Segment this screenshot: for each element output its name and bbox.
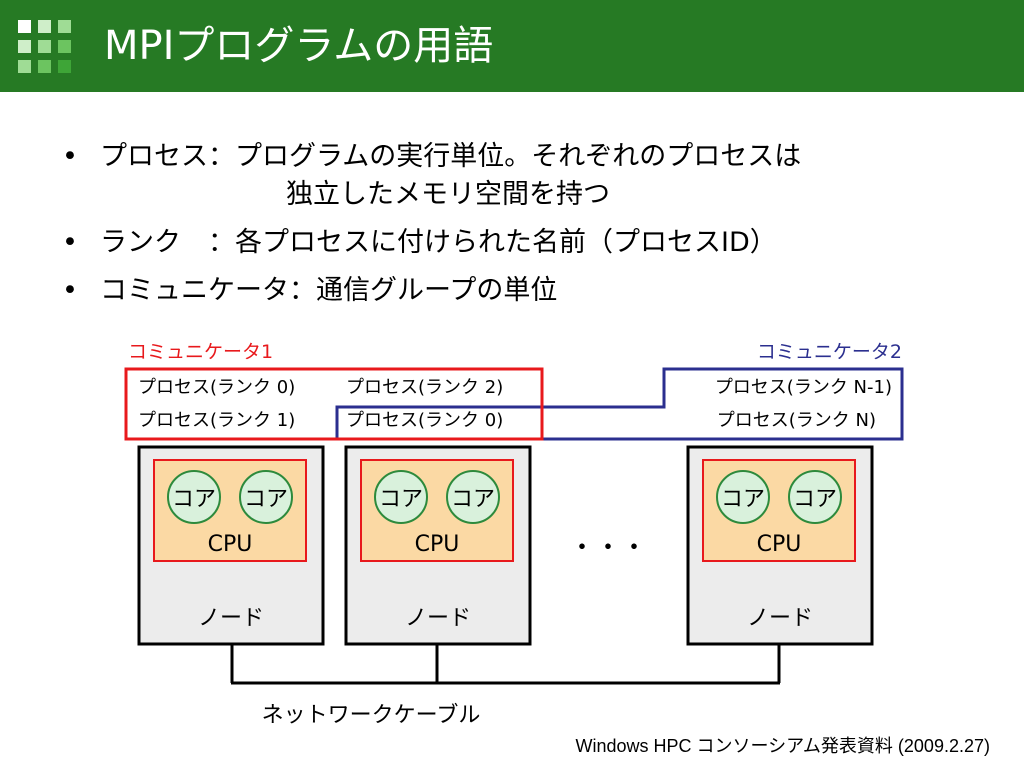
bullet-term: コミュニケータ (100, 275, 289, 306)
communicator-1-label: コミュニケータ1 (128, 341, 273, 363)
core-label: コア (721, 487, 765, 512)
bullet-term: ランク (100, 227, 181, 258)
core-icon (716, 470, 770, 524)
network-cable-label: ネットワークケーブル (262, 703, 481, 728)
core-icon (446, 470, 500, 524)
network-cable (230, 644, 781, 685)
node-label: ノード (747, 606, 813, 631)
process-c2-rank-0: プロセス(ランク 0) (346, 410, 503, 431)
title-bar: MPIプログラムの用語 (0, 0, 1024, 92)
cpu-label: CPU (757, 532, 802, 557)
bullet-text: 各プロセスに付けられた名前（プロセスID） (235, 227, 777, 258)
cpu-label: CPU (415, 532, 460, 557)
core-icon (167, 470, 221, 524)
bullet-separator: ： (208, 141, 235, 172)
core-label: コア (793, 487, 837, 512)
ellipsis: ・・・ (569, 533, 647, 563)
process-rank-2: プロセス(ランク 2) (346, 377, 503, 398)
core-label: コア (244, 487, 288, 512)
bullet-term: プロセス (100, 141, 208, 172)
node-2: コア コア CPU ノード (344, 445, 532, 646)
bullet-separator: ： (181, 227, 235, 258)
core-label: コア (379, 487, 423, 512)
bullet-list: プロセス：プログラムの実行単位。それぞれのプロセスは 独立したメモリ空間を持つ … (62, 138, 962, 310)
process-rank-n: プロセス(ランク N) (717, 410, 876, 431)
node-3: コア コア CPU ノード (686, 445, 874, 646)
footer-citation: Windows HPC コンソーシアム発表資料 (2009.2.27) (575, 736, 990, 756)
core-icon (239, 470, 293, 524)
process-rank-0: プロセス(ランク 0) (138, 377, 295, 398)
cpu-label: CPU (208, 532, 253, 557)
node-label: ノード (405, 606, 471, 631)
bullet-communicator: コミュニケータ：通信グループの単位 (62, 272, 962, 310)
core-label: コア (451, 487, 495, 512)
core-icon (788, 470, 842, 524)
node-1: コア コア CPU ノード (137, 445, 325, 646)
process-rank-1: プロセス(ランク 1) (138, 410, 295, 431)
bullet-continuation: 独立したメモリ空間を持つ (286, 179, 610, 210)
bullet-text: プログラムの実行単位。それぞれのプロセスは (235, 141, 802, 172)
grid-logo-icon (18, 20, 74, 76)
core-icon (374, 470, 428, 524)
process-labels: プロセス(ランク 0) プロセス(ランク 1) プロセス(ランク 2) プロセス… (138, 377, 892, 431)
process-rank-n-1: プロセス(ランク N-1) (715, 377, 892, 398)
bullet-text: 通信グループの単位 (316, 275, 558, 306)
node-label: ノード (198, 606, 264, 631)
core-label: コア (172, 487, 216, 512)
bullet-rank: ランク ：各プロセスに付けられた名前（プロセスID） (62, 224, 962, 262)
bullet-separator: ： (289, 275, 316, 306)
bullet-process: プロセス：プログラムの実行単位。それぞれのプロセスは 独立したメモリ空間を持つ (62, 138, 962, 214)
communicator-2-label: コミュニケータ2 (757, 341, 902, 363)
communicator-1-outline (124, 367, 544, 441)
slide-title: MPIプログラムの用語 (104, 23, 494, 69)
